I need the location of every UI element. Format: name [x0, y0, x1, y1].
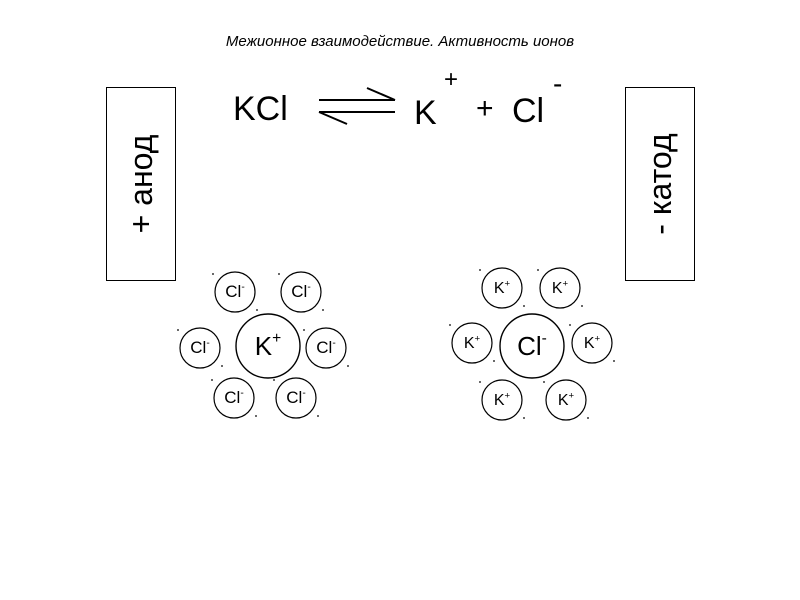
dot [303, 329, 305, 331]
anion-neighbor-label: K+ [464, 333, 481, 352]
dot [211, 379, 213, 381]
anion-neighbor-circle [451, 322, 493, 364]
anion-center-circle [499, 313, 565, 379]
anion-neighbor-circle [481, 379, 523, 421]
anode-box: + анод [106, 87, 176, 281]
dot [543, 381, 545, 383]
cation-neighbor-label: Cl- [316, 338, 335, 358]
dot [537, 269, 539, 271]
dot [479, 269, 481, 271]
anion-neighbor-label: K+ [494, 390, 511, 409]
page-title: Межионное взаимодействие. Активность ион… [225, 33, 575, 50]
dot [569, 324, 571, 326]
cation-neighbor-label: Cl- [190, 338, 209, 358]
anion-neighbor-circle [571, 322, 613, 364]
cation-neighbor-circle [179, 327, 221, 369]
cation-neighbor-circle [275, 377, 317, 419]
dot [587, 417, 589, 419]
dot [449, 324, 451, 326]
cation-neighbor-label: Cl- [225, 282, 244, 302]
dot [278, 273, 280, 275]
equation-plus: + [476, 92, 494, 125]
cation-neighbor-label: Cl- [291, 282, 310, 302]
cation-center-label: K+ [255, 330, 281, 361]
equilibrium-arrows [318, 87, 396, 125]
dot [347, 365, 349, 367]
equation-reactant: KCl [233, 90, 288, 128]
cation-neighbor-circle [213, 377, 255, 419]
dot [479, 381, 481, 383]
anion-neighbor-label: K+ [558, 390, 575, 409]
anion-cluster: Cl- K+ K+ K+ K+ K+ K+ [449, 267, 615, 421]
anion-center-label: Cl- [517, 330, 547, 361]
cation-neighbor-circle [214, 271, 256, 313]
cation-neighbor-circle [305, 327, 347, 369]
cation-neighbor-circle [280, 271, 322, 313]
dot [212, 273, 214, 275]
equation-anion: Cl [512, 92, 545, 130]
cation-neighbor-label: Cl- [286, 388, 305, 408]
dot [177, 329, 179, 331]
dot [523, 305, 525, 307]
dot [317, 415, 319, 417]
anion-neighbor-circle [545, 379, 587, 421]
cathode-box: - катод [625, 87, 695, 281]
dot [273, 379, 275, 381]
dot [613, 360, 615, 362]
equation-cation-charge: + [444, 66, 459, 93]
dot [523, 417, 525, 419]
cation-center-circle [235, 313, 301, 379]
cation-cluster: K+ Cl- Cl- Cl- Cl- Cl- Cl- [177, 271, 349, 419]
dot [221, 365, 223, 367]
anion-neighbor-label: K+ [494, 278, 511, 297]
anion-neighbor-label: K+ [552, 278, 569, 297]
equation-anion-charge: - [553, 68, 563, 99]
dot [256, 309, 258, 311]
dot [493, 360, 495, 362]
equation-cation: K [414, 94, 437, 132]
dot [581, 305, 583, 307]
anion-neighbor-circle [481, 267, 523, 309]
anion-neighbor-circle [539, 267, 581, 309]
cation-neighbor-label: Cl- [224, 388, 243, 408]
dot [322, 309, 324, 311]
anion-neighbor-label: K+ [584, 333, 601, 352]
dot [255, 415, 257, 417]
